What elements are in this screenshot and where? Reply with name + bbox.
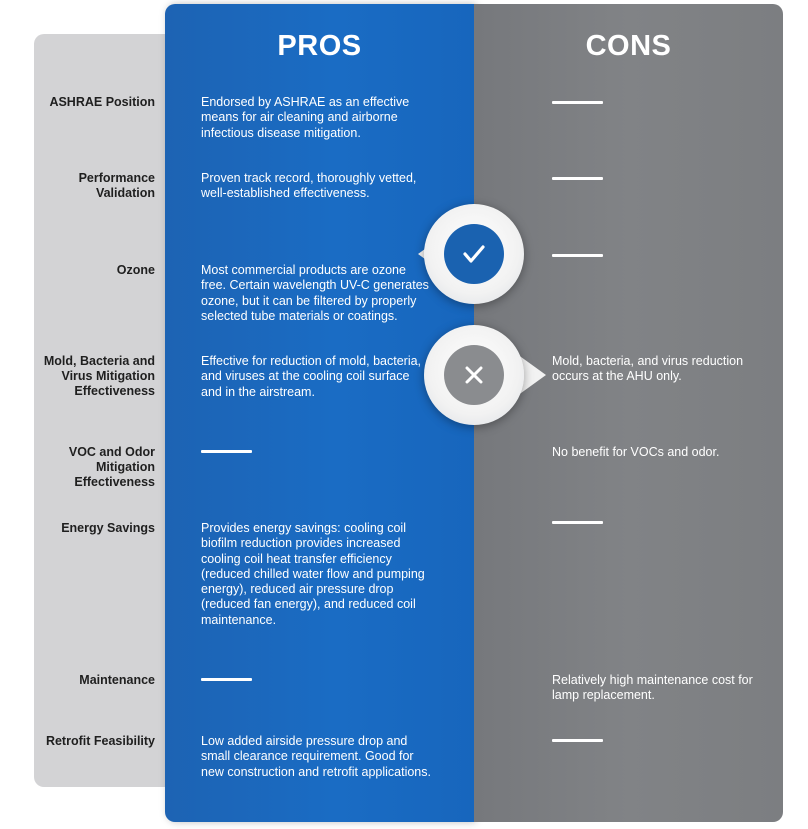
pros-cell-performance-validation: Proven track record, thoroughly vetted, … <box>201 171 417 201</box>
pros-cell-retrofit-feasibility: Low added airside pressure drop and smal… <box>201 734 431 779</box>
cons-empty-dash <box>552 521 603 524</box>
pros-header: PROS <box>277 30 362 62</box>
pros-cell-energy-savings: Provides energy savings: cooling coil bi… <box>201 521 425 627</box>
pros-cell-mold-bacteria-virus: Effective for reduction of mold, bacteri… <box>201 354 422 399</box>
cons-empty-dash <box>552 101 603 104</box>
cons-column <box>474 4 783 822</box>
pros-empty-dash <box>201 450 252 453</box>
cons-cell-maintenance: Relatively high maintenance cost for lam… <box>552 673 753 703</box>
cons-header: CONS <box>585 30 672 62</box>
x-mark-icon <box>444 345 504 405</box>
cons-empty-dash <box>552 739 603 742</box>
cons-cell-voc-odor: No benefit for VOCs and odor. <box>552 445 720 459</box>
row-label-ozone: Ozone <box>116 263 155 277</box>
row-label-mold-bacteria-virus: Mold, Bacteria and Virus Mitigation Effe… <box>43 354 155 398</box>
pros-cell-ozone: Most commercial products are ozone free.… <box>201 263 429 323</box>
row-label-ashrae-position: ASHRAE Position <box>49 95 155 109</box>
pros-empty-dash <box>201 678 252 681</box>
row-label-maintenance: Maintenance <box>79 673 155 687</box>
cons-empty-dash <box>552 254 603 257</box>
x-badge <box>424 325 524 425</box>
cons-cell-mold-bacteria-virus: Mold, bacteria, and virus reduction occu… <box>552 354 744 384</box>
pros-cell-ashrae-position: Endorsed by ASHRAE as an effective means… <box>201 95 410 140</box>
cons-empty-dash <box>552 177 603 180</box>
pros-column <box>165 4 474 822</box>
row-label-voc-odor: VOC and Odor Mitigation Effectiveness <box>68 445 155 489</box>
row-label-energy-savings: Energy Savings <box>61 521 155 535</box>
row-label-retrofit-feasibility: Retrofit Feasibility <box>45 734 155 748</box>
checkmark-icon <box>444 224 504 284</box>
row-label-performance-validation: Performance Validation <box>78 171 155 200</box>
check-badge <box>424 204 524 304</box>
